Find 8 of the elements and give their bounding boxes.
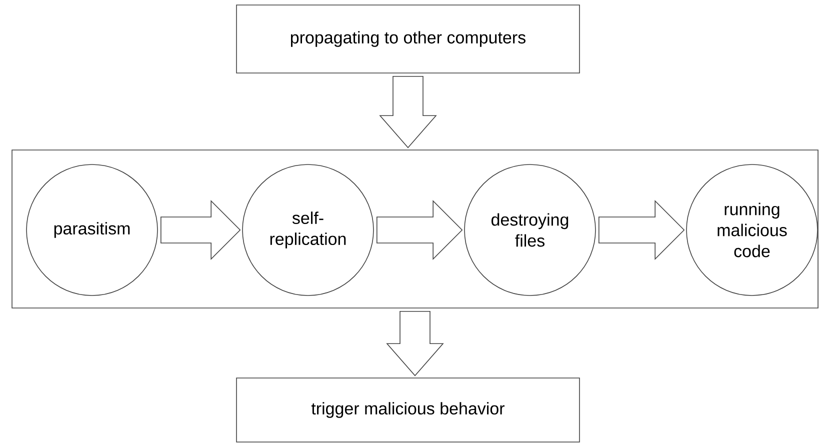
process-box: propagating to other computers (236, 4, 580, 74)
process-box: trigger malicious behavior (236, 378, 580, 442)
block-arrow (386, 311, 444, 376)
block-arrow (376, 200, 463, 260)
block-arrow (379, 76, 437, 148)
block-arrow (160, 200, 241, 260)
container-box (12, 150, 818, 308)
block-arrow (598, 200, 685, 260)
